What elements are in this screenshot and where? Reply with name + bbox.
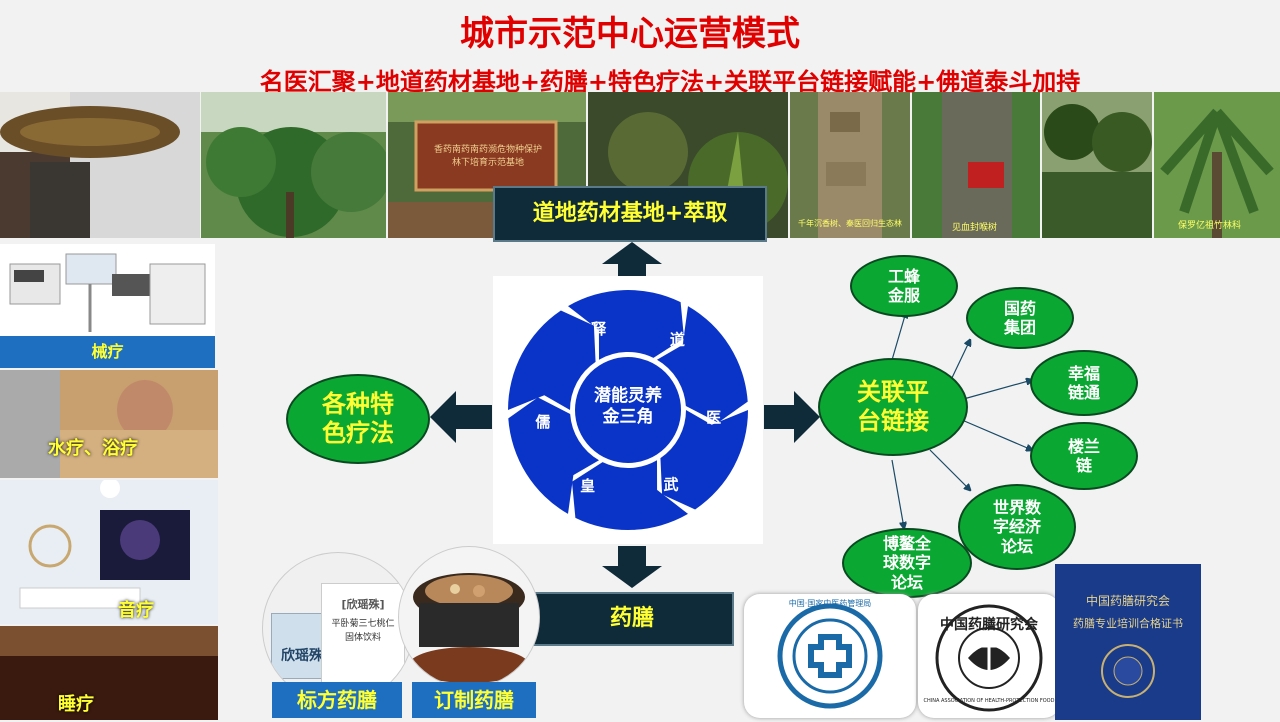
wheel-segment (568, 290, 685, 360)
therapies-oval-label: 各种特 色疗法 (322, 390, 394, 447)
cert-subtitle: 药膳专业培训合格证书 (1073, 617, 1183, 630)
wheel-segment (508, 310, 596, 410)
core-wheel-panel: 释道医武 皇 儒 潜能灵养 金三角 (493, 276, 763, 544)
arrow-up (602, 242, 662, 284)
herb-base-box: 道地药材基地+萃取 (493, 186, 767, 242)
therapy-sleep: 睡疗 (58, 694, 94, 715)
photo-herb-holding (0, 92, 200, 238)
arrow-right (764, 391, 820, 443)
product-package-label: 欣瑶殊 (281, 648, 323, 664)
platform-gongfeng: 工蜂 金服 (850, 255, 958, 317)
sign-line-1: 香药南药南药濒危物种保护 (433, 145, 542, 155)
photo-bath: 水疗、浴疗 (0, 370, 218, 478)
caption-fern: 保罗亿祖竹林科 (1178, 221, 1242, 231)
platform-connectors (891, 250, 1140, 550)
core-label: 潜能灵养 金三角 (594, 386, 662, 428)
platform-sinopharm: 国药 集团 (966, 287, 1074, 349)
product-brand: [欣瑶殊] (341, 598, 385, 611)
wheel-segment-label: 道 (670, 331, 685, 349)
platform-link-label: 关联平 台链接 (857, 378, 929, 435)
logo2-ring-text: CHINA ASSOCIATION OF HEALTH-PROTECTION F… (923, 698, 1055, 704)
caption-upas: 见血封喉树 (952, 223, 998, 233)
photo-tall-palms (1042, 92, 1152, 238)
wheel-segment-label: 武 (663, 475, 678, 493)
wheel-segment-label: 儒 (535, 413, 550, 431)
wheel-segment (660, 410, 748, 510)
wheel-segment (571, 460, 688, 530)
wheel-hub (573, 355, 683, 465)
platform-world-digital-forum: 世界数 字经济 论坛 (958, 484, 1076, 570)
photo-palm-forest (201, 92, 386, 238)
cert-title: 中国药膳研究会 (1085, 594, 1170, 608)
sign-line-2: 林下培育示范基地 (451, 157, 524, 168)
certificate-book: 中国药膳研究会 药膳专业培训合格证书 (1055, 564, 1201, 720)
therapy-water: 水疗、浴疗 (48, 438, 138, 459)
platform-boao-forum: 博鳌全 球数字 论坛 (842, 528, 972, 598)
page-title: 城市示范中心运营模式 (460, 14, 800, 54)
wheel-segment-label: 医 (706, 408, 721, 426)
product-circle-custom (398, 546, 540, 688)
wheel-segment (657, 306, 748, 423)
logo-diet-association: 中国药膳研究会 CHINA ASSOCIATION OF HEALTH-PROT… (918, 594, 1060, 718)
photo-fern-tree: 保罗亿祖竹林科 (1154, 92, 1280, 238)
page-subtitle: 名医汇聚+地道药材基地+药膳+特色疗法+关联平台链接赋能+佛道泰斗加持 (259, 68, 1081, 96)
platform-link-oval: 关联平 台链接 (818, 358, 968, 456)
caption-agarwood: 千年沉香树、秦医回归生态林 (798, 219, 902, 228)
photo-devices (0, 244, 215, 336)
logo1-text: 中国·国家中医药管理局 (788, 599, 872, 608)
therapy-mechanical: 械疗 (0, 336, 215, 368)
logo-tcm-administration: 中国·国家中医药管理局 (744, 594, 916, 718)
label-standard-diet: 标方药膳 (272, 682, 402, 718)
platform-xingfu: 幸福 链通 (1030, 350, 1138, 416)
product-desc: 平卧菊三七桃仁 固体饮料 (331, 619, 395, 643)
logo2-text: 中国药膳研究会 (940, 617, 1038, 633)
photo-agarwood-tree: 千年沉香树、秦医回归生态林 (790, 92, 910, 238)
therapy-sound: 音疗 (118, 600, 154, 621)
platform-loulan: 楼兰 链 (1030, 422, 1138, 490)
herbal-diet-box: 药膳 (530, 592, 734, 646)
arrow-left (430, 391, 492, 443)
therapies-oval: 各种特 色疗法 (286, 374, 430, 464)
arrow-down (602, 546, 662, 588)
wheel-segment-label: 皇 (580, 477, 595, 495)
wheel-segment (508, 397, 599, 514)
photo-music-room: 音疗 (0, 480, 218, 624)
wheel-segment-label: 释 (591, 320, 607, 338)
label-custom-diet: 订制药膳 (412, 682, 536, 718)
photo-upas-tree: 见血封喉树 (912, 92, 1040, 238)
photo-sleep-bed: 睡疗 (0, 626, 218, 720)
